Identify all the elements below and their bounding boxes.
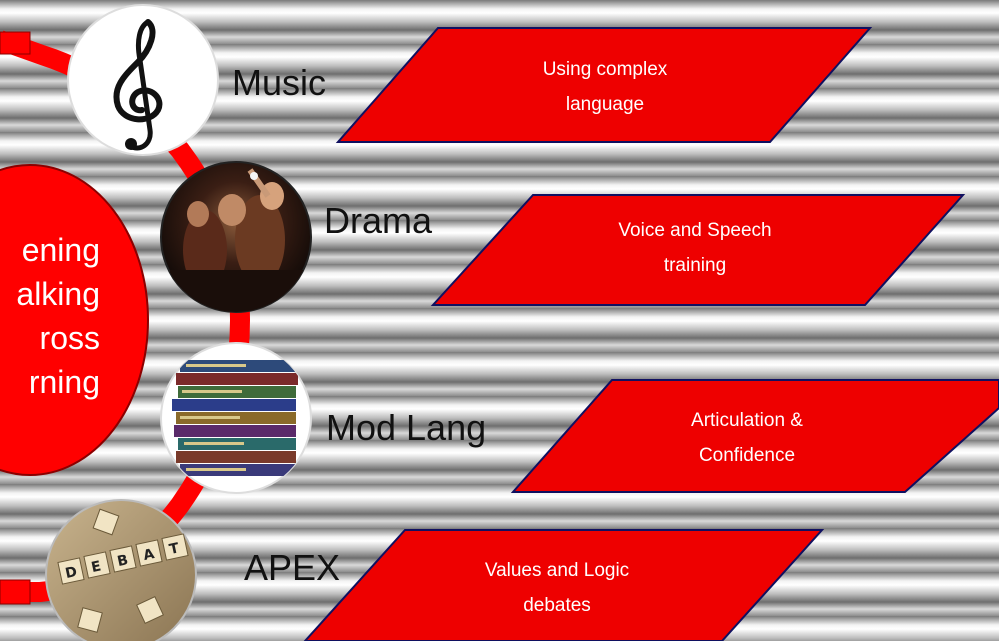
top-left-stub xyxy=(0,31,31,55)
outcome-text-modlang: Articulation & Confidence xyxy=(647,403,847,473)
debate-scrabble-tiles-image: D E B A T xyxy=(57,508,189,633)
subject-drama-label: Drama xyxy=(324,200,433,241)
outcome-drama-line-2: training xyxy=(663,255,727,276)
outcome-apex-line-1: Values and Logic xyxy=(484,560,630,581)
svg-text:E: E xyxy=(90,558,103,576)
outcome-apex-line-2: debates xyxy=(523,595,591,616)
outcome-music-line-2: language xyxy=(565,94,645,115)
treble-clef-icon xyxy=(113,19,163,151)
central-label: ening alking ross rning xyxy=(0,228,100,404)
stacked-books-image xyxy=(172,360,298,476)
central-line-2: alking xyxy=(16,276,100,312)
modlang-circle xyxy=(160,342,312,494)
outcome-box-drama xyxy=(430,194,966,306)
central-circle xyxy=(0,164,149,476)
outcome-box-apex xyxy=(303,529,825,641)
theatre-performers-image xyxy=(170,168,310,312)
music-circle xyxy=(67,4,219,156)
outcome-text-apex: Values and Logic debates xyxy=(452,553,662,623)
outcome-text-music: Using complex language xyxy=(505,52,705,122)
outcome-modlang-line-1: Articulation & xyxy=(691,410,803,431)
central-line-4: rning xyxy=(28,364,100,400)
bottom-left-stub xyxy=(0,579,31,605)
outcome-music-line-1: Using complex xyxy=(542,59,668,80)
outcome-text-drama: Voice and Speech training xyxy=(590,213,800,283)
outcome-drama-line-1: Voice and Speech xyxy=(618,220,772,241)
svg-text:B: B xyxy=(116,552,130,570)
svg-text:D: D xyxy=(64,564,79,582)
outcome-box-modlang xyxy=(510,379,999,493)
subject-apex-label: APEX xyxy=(244,547,341,588)
subject-modlang-label: Mod Lang xyxy=(326,407,487,448)
central-line-1: ening xyxy=(21,232,100,268)
apex-circle: D E B A T xyxy=(45,499,197,641)
outcome-box-music xyxy=(335,27,873,143)
svg-text:T: T xyxy=(168,540,181,558)
outcome-modlang-line-2: Confidence xyxy=(698,445,796,466)
subject-music-label: Music xyxy=(232,62,327,103)
central-line-3: ross xyxy=(39,320,100,356)
drama-circle xyxy=(160,161,312,313)
svg-text:A: A xyxy=(142,546,156,564)
